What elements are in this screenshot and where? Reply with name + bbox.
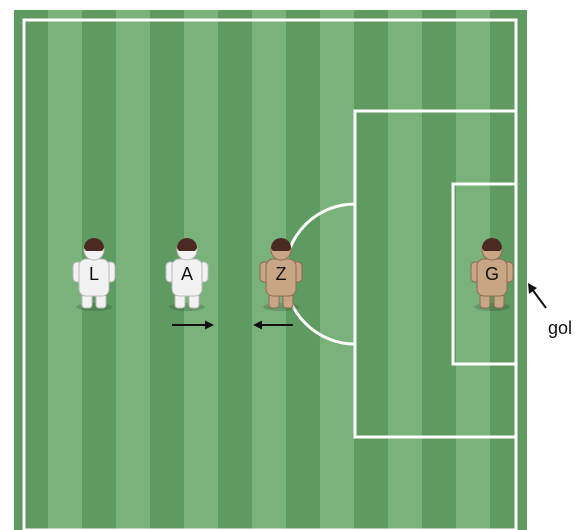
goal-annotation-label: gol [548,318,572,339]
player-label-A: A [181,264,193,284]
player-label-L: L [89,264,99,284]
player-label-G: G [485,264,499,284]
annotation-arrow-icon [528,283,546,308]
player-label-Z: Z [276,264,287,284]
